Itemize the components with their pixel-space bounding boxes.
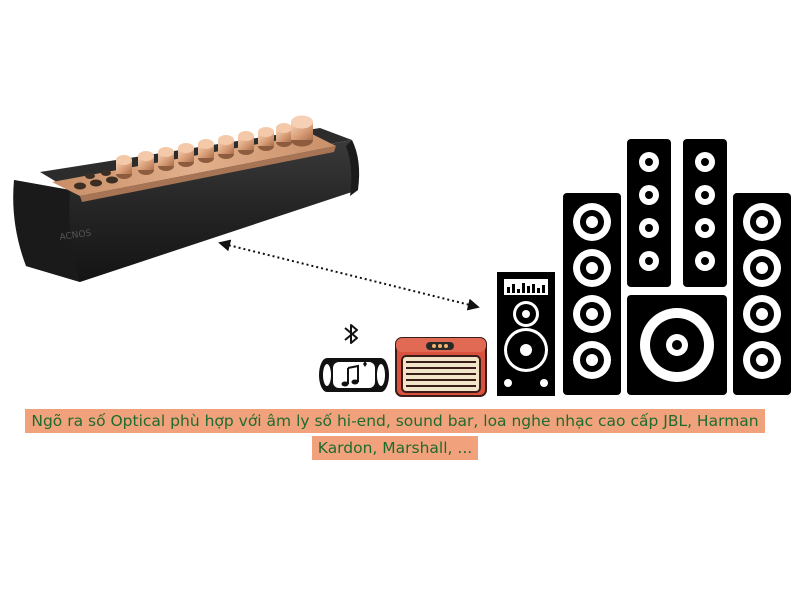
brand-logo: ACNOS bbox=[59, 229, 92, 243]
knob bbox=[116, 155, 132, 179]
speaker-column-right bbox=[733, 193, 791, 395]
panel-buttons bbox=[74, 170, 118, 190]
knob bbox=[198, 139, 214, 163]
caption-text: Ngõ ra số Optical phù hợp với âm ly số h… bbox=[25, 409, 765, 460]
speaker-system bbox=[563, 139, 791, 395]
knob bbox=[158, 147, 174, 171]
knob bbox=[178, 143, 194, 167]
bluetooth-speaker bbox=[319, 324, 389, 392]
knob bbox=[258, 127, 274, 151]
control-knobs bbox=[116, 115, 313, 179]
knob-large bbox=[291, 115, 313, 147]
tower-speaker bbox=[497, 272, 555, 396]
knob bbox=[138, 151, 154, 175]
knob bbox=[238, 131, 254, 155]
retro-speaker bbox=[395, 337, 487, 397]
music-note-icon bbox=[341, 361, 367, 387]
speaker-column-inner-right bbox=[683, 139, 727, 287]
mixer-device: ACNOS bbox=[13, 115, 360, 282]
speaker-column-inner-left bbox=[627, 139, 671, 287]
connection-arrow bbox=[218, 239, 480, 311]
caption: Ngõ ra số Optical phù hợp với âm ly số h… bbox=[25, 408, 765, 462]
subwoofer bbox=[627, 295, 727, 395]
knob bbox=[276, 123, 292, 147]
bluetooth-icon bbox=[344, 324, 358, 344]
knob bbox=[218, 135, 234, 159]
speaker-column-left bbox=[563, 193, 621, 395]
